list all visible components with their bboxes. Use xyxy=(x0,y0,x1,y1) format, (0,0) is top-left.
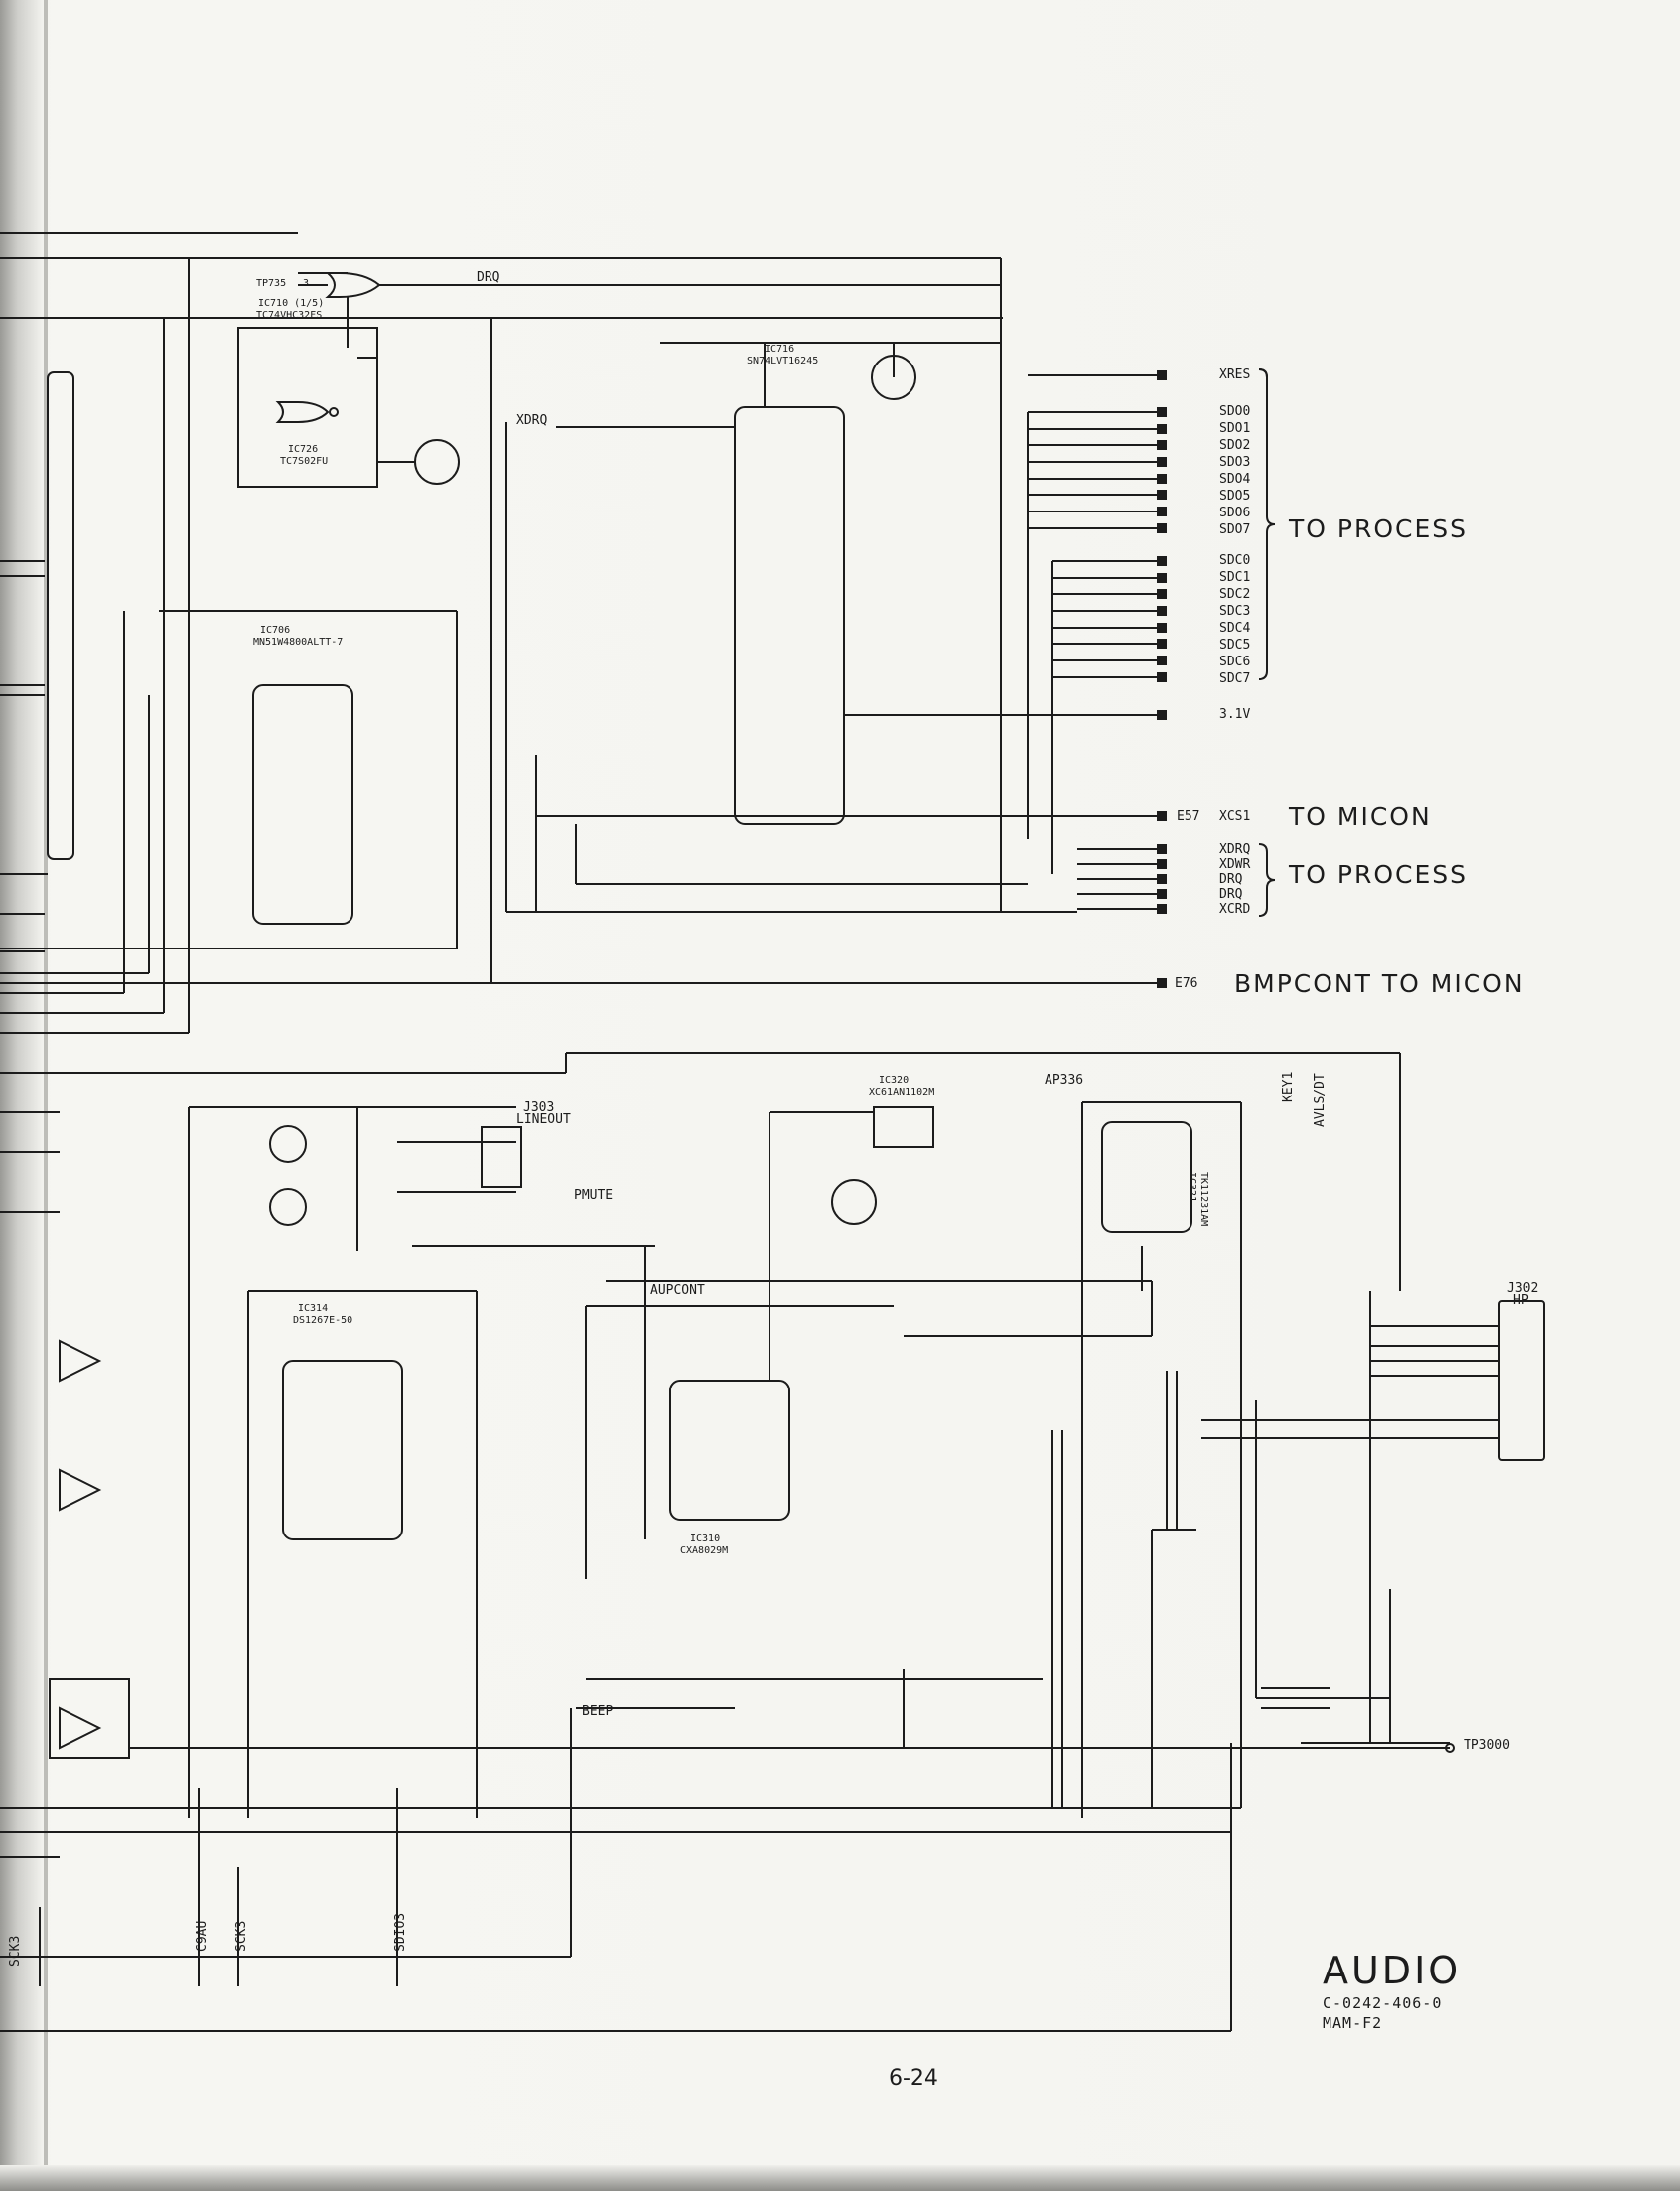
bus-signal: XDRQ xyxy=(1219,842,1251,857)
ic710-part: TC74VHC32FS xyxy=(256,310,322,321)
ic726-label: IC726 xyxy=(288,444,318,455)
bus-signal: XCRD xyxy=(1219,902,1251,917)
sdio3-label: SDIO3 xyxy=(393,1912,408,1952)
sdc-signal: SDC5 xyxy=(1219,638,1251,653)
ic320-label: IC320 xyxy=(879,1075,909,1086)
e76-label: E76 xyxy=(1175,976,1198,991)
ic726-part: TC7S02FU xyxy=(280,456,328,467)
sdo-signal: SDO3 xyxy=(1219,455,1251,470)
j302-label: J302 xyxy=(1507,1281,1539,1296)
beep-label: BEEP xyxy=(582,1704,614,1719)
sdo-signal: SDO0 xyxy=(1219,404,1251,419)
ic320-part: XC61AN1102M xyxy=(869,1087,934,1097)
xres-label: XRES xyxy=(1219,367,1251,382)
ic706-part: MN51W4800ALTT-7 xyxy=(253,637,343,648)
sdc-signal: SDC6 xyxy=(1219,655,1251,669)
sdc-signal: SDC1 xyxy=(1219,570,1251,585)
ic716-part: SN74LVT16245 xyxy=(747,356,818,366)
ic321-part: TK11231AM xyxy=(1198,1172,1209,1226)
sdo-signal: SDO5 xyxy=(1219,489,1251,504)
svg-text:3: 3 xyxy=(303,278,309,289)
page-number: 6-24 xyxy=(889,2066,938,2091)
pmute-label: PMUTE xyxy=(574,1188,614,1203)
c9au-label: C9AU xyxy=(195,1920,210,1952)
sck3-label: SCK3 xyxy=(8,1935,23,1967)
avls-label: AVLS/DT xyxy=(1313,1073,1328,1127)
sdo-signal: SDO6 xyxy=(1219,506,1251,520)
lineout-label: LINEOUT xyxy=(516,1112,571,1127)
key1-label: KEY1 xyxy=(1281,1071,1296,1102)
page-fold xyxy=(44,0,48,2191)
sdc-signal: SDC2 xyxy=(1219,587,1251,602)
sdo-signal: SDO1 xyxy=(1219,421,1251,436)
hp-label: HP xyxy=(1513,1293,1529,1308)
to-process-label-2: TO PROCESS xyxy=(1289,860,1469,889)
sdc-signal: SDC7 xyxy=(1219,671,1251,686)
sdo-signal: SDO4 xyxy=(1219,472,1251,487)
drq-top-label: DRQ xyxy=(477,270,500,285)
ic321-label: IC321 xyxy=(1187,1172,1197,1202)
bus-signal: XDWR xyxy=(1219,857,1251,872)
sdc-signal: SDC3 xyxy=(1219,604,1251,619)
j303-label: J303 xyxy=(523,1100,555,1115)
to-process-label-1: TO PROCESS xyxy=(1289,514,1469,543)
v31-label: 3.1V xyxy=(1219,707,1251,722)
ic706-label: IC706 xyxy=(260,625,290,636)
ic310-label: IC310 xyxy=(690,1534,720,1544)
xcs1-label: XCS1 xyxy=(1219,809,1251,824)
tp3000-label: TP3000 xyxy=(1464,1738,1510,1753)
sdo-signal: SDO2 xyxy=(1219,438,1251,453)
xdrq-top-label: XDRQ xyxy=(516,413,548,428)
page-bottom-edge xyxy=(0,2165,1680,2191)
ic314-part: DS1267E-50 xyxy=(293,1315,352,1326)
bus-signal: DRQ xyxy=(1219,887,1243,902)
aupcont-label: AUPCONT xyxy=(650,1283,705,1298)
title-audio: AUDIO xyxy=(1323,1949,1462,1992)
ic716-label: IC716 xyxy=(765,344,794,355)
bus-signal: DRQ xyxy=(1219,872,1243,887)
q703-transistor xyxy=(871,355,916,400)
svg-text:TP735: TP735 xyxy=(256,278,286,289)
e57-label: E57 xyxy=(1177,809,1200,824)
ic710-label: IC710 (1/5) xyxy=(258,298,324,309)
sdo-signal: SDO7 xyxy=(1219,522,1251,537)
doc-number: C-0242-406-0 xyxy=(1323,1994,1443,2012)
sdc-signal: SDC0 xyxy=(1219,553,1251,568)
sdc-signal: SDC4 xyxy=(1219,621,1251,636)
ic314-label: IC314 xyxy=(298,1303,328,1314)
bmpcont-label: BMPCONT TO MICON xyxy=(1234,969,1525,998)
ic310-part: CXA8029M xyxy=(680,1545,728,1556)
sck3b-label: SCK3 xyxy=(234,1920,249,1952)
to-micon-label: TO MICON xyxy=(1289,803,1432,831)
model-number: MAM-F2 xyxy=(1323,2014,1383,2032)
ap336-label: AP336 xyxy=(1045,1073,1084,1088)
